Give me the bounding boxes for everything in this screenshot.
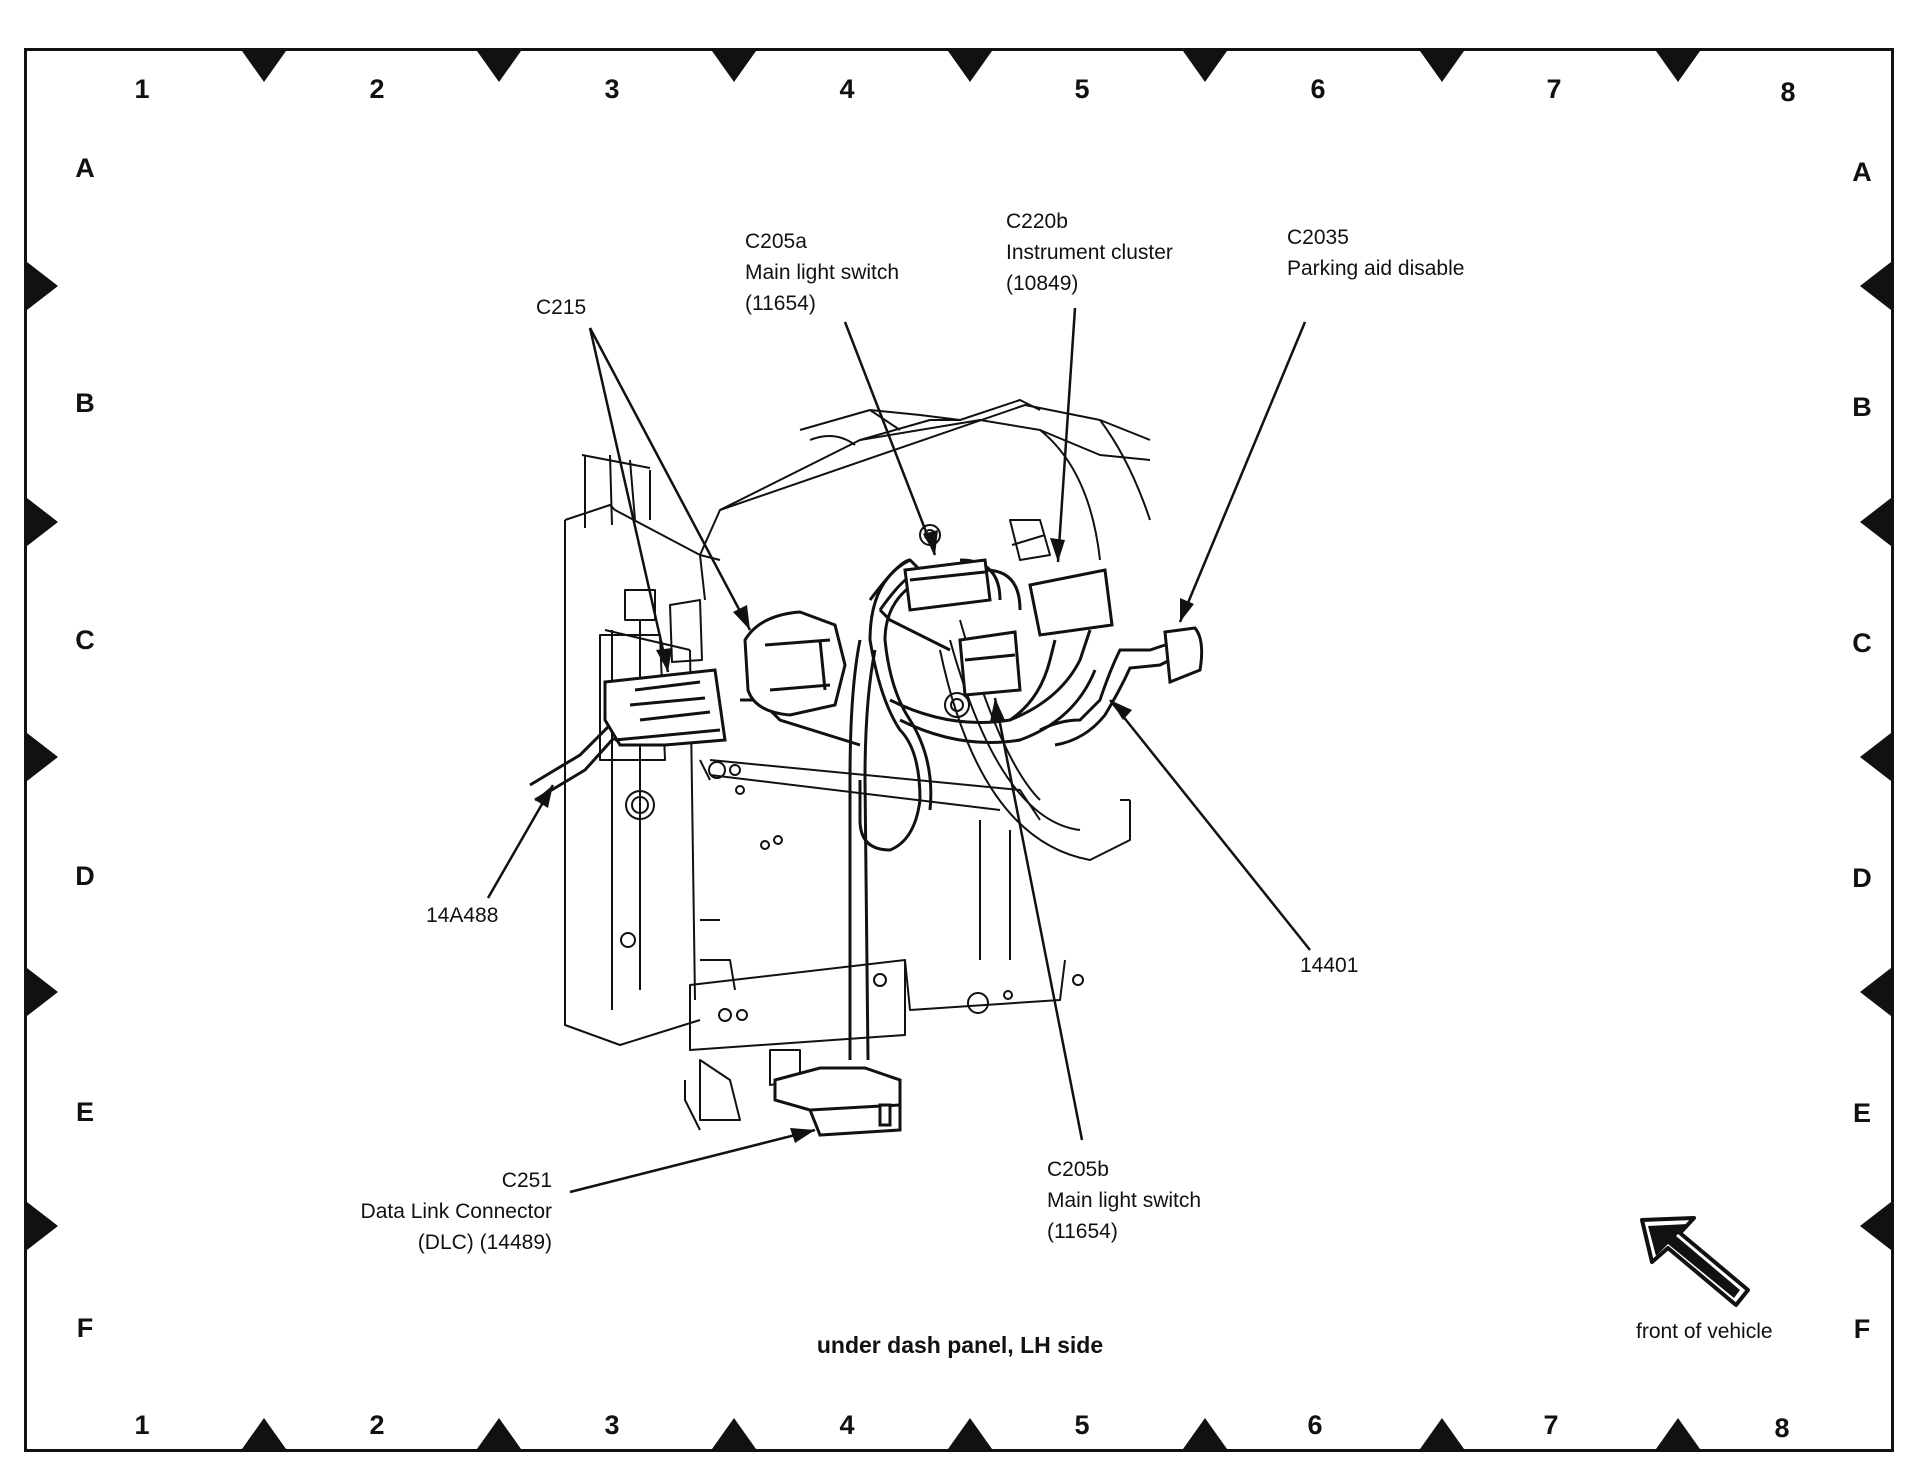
grid-row-b: B — [75, 388, 95, 418]
grid-col-2-bottom: 2 — [369, 1410, 385, 1440]
grid-row-e-right: E — [1852, 1098, 1871, 1128]
grid-row-c-right: C — [1852, 628, 1872, 658]
front-of-vehicle-label: front of vehicle — [1636, 1320, 1773, 1343]
label-14a488: 14A488 — [426, 904, 499, 927]
grid-marker-top-7 — [1656, 51, 1700, 82]
diagram-caption: under dash panel, LH side — [816, 1332, 1104, 1358]
grid-marker-bottom-2 — [477, 1418, 521, 1449]
label-c2035: C2035 Parking aid disable — [1287, 226, 1465, 280]
connector-c205b — [958, 630, 1022, 697]
grid-col-8: 8 — [1780, 77, 1796, 107]
grid-col-7-bottom: 7 — [1543, 1410, 1559, 1440]
grid-marker-top-1 — [242, 51, 286, 82]
grid-marker-left-2 — [27, 498, 58, 546]
grid-col-6-bottom: 6 — [1307, 1410, 1323, 1440]
grid-col-7: 7 — [1546, 74, 1562, 104]
connector-c251-dlc — [773, 1066, 902, 1137]
grid-col-5-bottom: 5 — [1074, 1410, 1090, 1440]
grid-marker-right-4 — [1860, 968, 1891, 1016]
label-c251-dlc: C251 Data Link Connector (DLC) (14489) — [360, 1169, 552, 1254]
grid-col-3-bottom: 3 — [604, 1410, 620, 1440]
grid-row-d-right: D — [1852, 863, 1872, 893]
grid-markers — [27, 51, 1891, 1449]
grid-col-8-bottom: 8 — [1774, 1413, 1790, 1443]
grid-marker-top-3 — [712, 51, 756, 82]
grid-marker-bottom-5 — [1183, 1418, 1227, 1449]
grid-marker-bottom-7 — [1656, 1418, 1700, 1449]
grid-row-c: C — [75, 625, 95, 655]
grid-col-3: 3 — [604, 74, 620, 104]
grid-col-4: 4 — [839, 74, 855, 104]
grid-marker-right-2 — [1860, 498, 1891, 546]
grid-row-b-right: B — [1852, 392, 1872, 422]
grid-row-a: A — [75, 153, 95, 183]
diagram-frame — [24, 48, 1894, 1452]
grid-marker-left-5 — [27, 1202, 58, 1250]
grid-marker-left-1 — [27, 262, 58, 310]
grid-marker-left-3 — [27, 733, 58, 781]
grid-row-a-right: A — [1852, 157, 1872, 187]
label-14401: 14401 — [1300, 954, 1359, 977]
grid-marker-top-5 — [1183, 51, 1227, 82]
connector-c205a — [903, 558, 992, 612]
connector-c215-right — [743, 610, 847, 717]
connector-c2035 — [1163, 626, 1204, 685]
grid-marker-right-5 — [1860, 1202, 1891, 1250]
label-c205b: C205b Main light switch (11654) — [1047, 1158, 1202, 1243]
grid-col-6: 6 — [1310, 74, 1326, 104]
grid-marker-top-2 — [477, 51, 521, 82]
leader-lines — [486, 307, 1311, 1194]
connectors — [603, 558, 1204, 1137]
grid-row-f-right: F — [1853, 1314, 1871, 1344]
grid-col-1-bottom: 1 — [134, 1410, 150, 1440]
front-of-vehicle-arrow-icon — [1640, 1216, 1750, 1307]
grid-marker-left-4 — [27, 968, 58, 1016]
leader-arrowheads — [535, 530, 1194, 1143]
label-c205a: C205a Main light switch (11654) — [745, 230, 900, 315]
grid-row-f: F — [76, 1313, 94, 1343]
grid-col-1: 1 — [134, 74, 150, 104]
grid-marker-bottom-1 — [242, 1418, 286, 1449]
grid-col-4-bottom: 4 — [839, 1410, 855, 1440]
grid-marker-right-3 — [1860, 733, 1891, 781]
connector-c220b — [1028, 568, 1114, 637]
grid-marker-top-6 — [1420, 51, 1464, 82]
grid-marker-bottom-6 — [1420, 1418, 1464, 1449]
grid-col-2: 2 — [369, 74, 385, 104]
grid-row-e: E — [75, 1097, 94, 1127]
label-c220b: C220b Instrument cluster (10849) — [1006, 210, 1173, 295]
grid-marker-top-4 — [948, 51, 992, 82]
label-c215: C215 — [536, 296, 587, 319]
grid-marker-bottom-4 — [948, 1418, 992, 1449]
grid-row-d: D — [75, 861, 95, 891]
grid-marker-bottom-3 — [712, 1418, 756, 1449]
grid-col-5: 5 — [1074, 74, 1090, 104]
grid-marker-right-1 — [1860, 262, 1891, 310]
